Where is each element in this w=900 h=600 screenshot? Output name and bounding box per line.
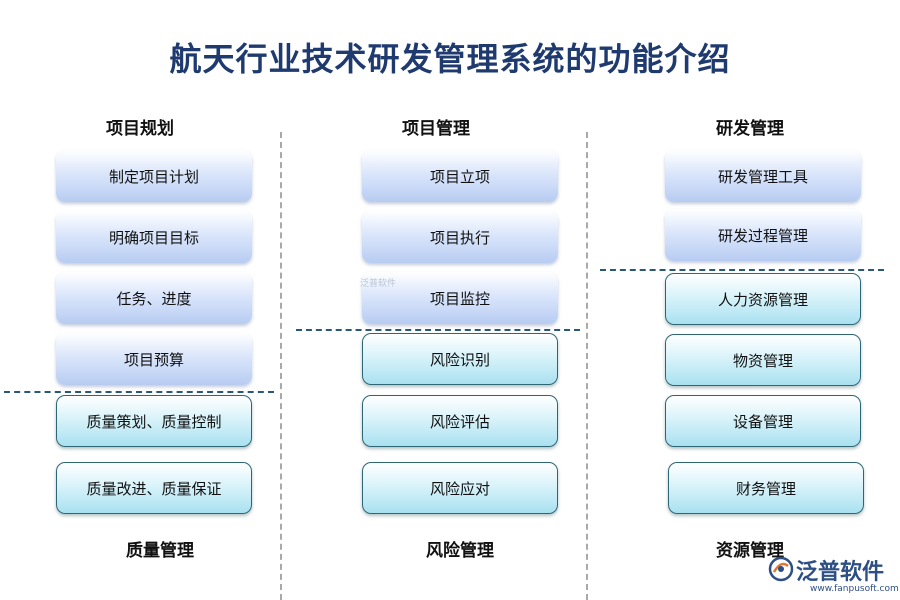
item-equipment-management: 设备管理: [665, 395, 861, 447]
item-rd-process: 研发过程管理: [665, 209, 861, 261]
watermark: 泛普软件: [360, 279, 397, 289]
page-title: 航天行业技术研发管理系统的功能介绍: [169, 40, 731, 78]
item-finance-management: 财务管理: [668, 462, 864, 514]
section-divider-col2: [296, 329, 580, 331]
heading-project-management: 项目管理: [402, 119, 470, 139]
heading-resource-management: 资源管理: [716, 541, 784, 561]
logo-text: 泛普软件: [796, 560, 885, 585]
section-divider-col1: [4, 391, 274, 393]
item-project-execution: 项目执行: [362, 211, 558, 263]
section-divider-col3: [600, 269, 884, 271]
item-task-progress: 任务、进度: [56, 272, 252, 324]
item-hr-management: 人力资源管理: [665, 273, 861, 325]
item-project-budget: 项目预算: [56, 333, 252, 385]
heading-project-planning: 项目规划: [106, 119, 174, 139]
item-risk-response: 风险应对: [362, 462, 558, 514]
heading-risk-management: 风险管理: [426, 541, 494, 561]
logo-icon: [768, 556, 794, 582]
item-rd-tools: 研发管理工具: [665, 150, 861, 202]
item-project-monitoring: 项目监控: [362, 272, 558, 324]
item-make-plan: 制定项目计划: [56, 150, 252, 202]
item-risk-identification: 风险识别: [362, 333, 558, 385]
heading-quality-management: 质量管理: [126, 541, 194, 561]
item-project-initiation: 项目立项: [362, 150, 558, 202]
item-material-management: 物资管理: [665, 334, 861, 386]
item-risk-assessment: 风险评估: [362, 395, 558, 447]
heading-rd-management: 研发管理: [716, 119, 784, 139]
logo-url: www.fanpusoft.com: [810, 584, 899, 594]
item-quality-plan-control: 质量策划、质量控制: [56, 395, 252, 447]
column-divider-2: [586, 132, 588, 600]
item-define-goal: 明确项目目标: [56, 211, 252, 263]
item-quality-improve-assure: 质量改进、质量保证: [56, 462, 252, 514]
brand-logo: 泛普软件 www.fanpusoft.com: [768, 554, 899, 598]
column-divider-1: [280, 132, 282, 600]
